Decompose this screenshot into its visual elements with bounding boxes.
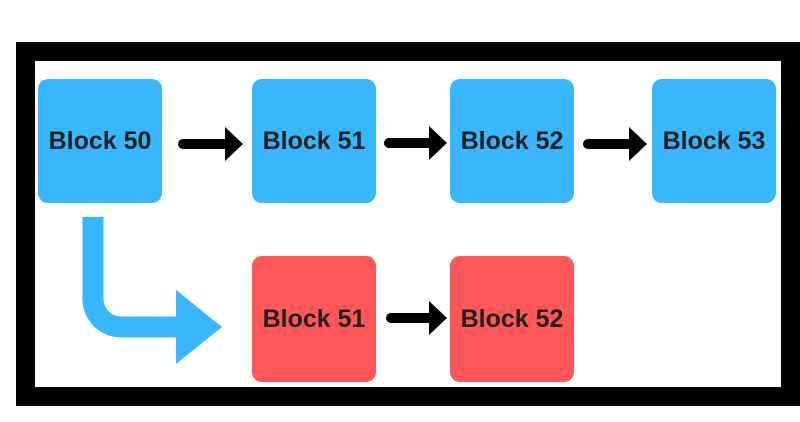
main-chain-block-53: Block 53 [652,79,776,203]
block-label: Block 52 [460,126,564,155]
main-chain-block-51: Block 51 [252,79,376,203]
block-label: Block 50 [48,126,152,155]
block-label: Block 51 [262,304,366,333]
block-label: Block 53 [662,126,766,155]
block-label: Block 51 [262,126,366,155]
main-chain-block-50: Block 50 [38,79,162,203]
diagram-border-frame [16,42,800,406]
main-chain-block-52: Block 52 [450,79,574,203]
fork-chain-block-52: Block 52 [450,256,574,382]
fork-chain-block-51: Block 51 [252,256,376,382]
block-label: Block 52 [460,304,564,333]
